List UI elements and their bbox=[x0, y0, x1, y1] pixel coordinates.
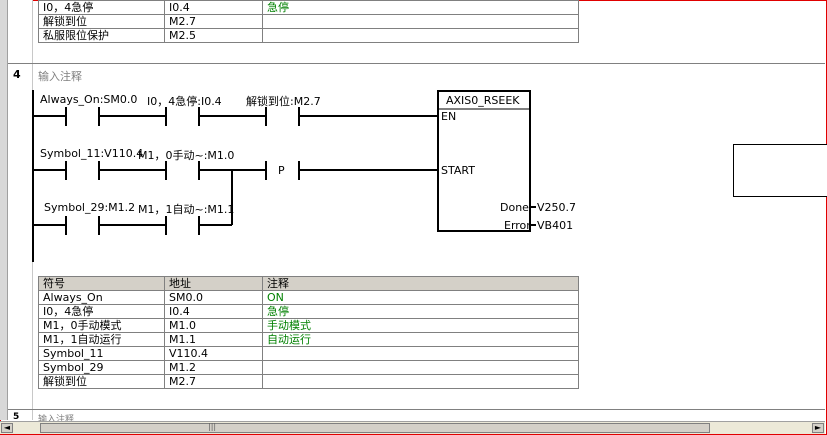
address-cell: M1.0 bbox=[164, 318, 263, 333]
symbol-cell: Symbol_29 bbox=[38, 360, 165, 375]
contact-label: M1，0手动~:M1.0 bbox=[138, 149, 235, 162]
block-title: AXIS0_RSEEK bbox=[446, 94, 520, 107]
contact-label: I0，4急停:I0.4 bbox=[147, 95, 222, 108]
comment-cell: 急停 bbox=[262, 304, 579, 319]
symbol-cell: I0，4急停 bbox=[38, 304, 165, 319]
table-row: I0，4急停 I0.4 急停 bbox=[38, 0, 579, 15]
contact-label: M1，1自动~:M1.1 bbox=[138, 203, 235, 216]
ladder-diagram bbox=[32, 90, 536, 262]
pin-start: START bbox=[441, 164, 475, 177]
scrollbar-thumb[interactable] bbox=[40, 423, 710, 433]
table-row: 私服限位保护 M2.5 bbox=[38, 28, 579, 43]
symbol-cell: M1，0手动模式 bbox=[38, 318, 165, 333]
comment-cell: 自动运行 bbox=[262, 332, 579, 347]
table-row: Symbol_11 V110.4 bbox=[38, 346, 579, 361]
function-block-axis0-rseek[interactable] bbox=[437, 90, 531, 232]
pin-error: Error bbox=[504, 219, 531, 232]
address-cell: V110.4 bbox=[164, 346, 263, 361]
header-symbol: 符号 bbox=[38, 276, 165, 291]
address-cell: M2.5 bbox=[164, 28, 263, 43]
comment-cell: ON bbox=[262, 290, 579, 305]
output-error-address[interactable]: VB401 bbox=[537, 219, 574, 232]
header-comment: 注释 bbox=[262, 276, 579, 291]
table-row: Symbol_29 M1.2 bbox=[38, 360, 579, 375]
comment-cell: 手动模式 bbox=[262, 318, 579, 333]
network-comment[interactable]: 输入注释 bbox=[38, 415, 75, 421]
table-row: M1，0手动模式 M1.0 手动模式 bbox=[38, 318, 579, 333]
table-row: I0，4急停 I0.4 急停 bbox=[38, 304, 579, 319]
output-done-address[interactable]: V250.7 bbox=[537, 201, 577, 214]
header-address: 地址 bbox=[164, 276, 263, 291]
table-row: M1，1自动运行 M1.1 自动运行 bbox=[38, 332, 579, 347]
symbol-table-network-3: I0，4急停 I0.4 急停 解锁到位 M2.7 私服限位保护 M2.5 bbox=[38, 0, 579, 43]
symbol-cell: 私服限位保护 bbox=[38, 28, 165, 43]
address-cell: I0.4 bbox=[164, 304, 263, 319]
scroll-left-arrow-icon[interactable]: ◄ bbox=[1, 423, 13, 433]
symbol-cell: M1，1自动运行 bbox=[38, 332, 165, 347]
pin-en: EN bbox=[441, 110, 457, 123]
symbol-cell: Always_On bbox=[38, 290, 165, 305]
contact-label: Always_On:SM0.0 bbox=[40, 93, 138, 106]
table-header-row: 符号 地址 注释 bbox=[38, 276, 579, 291]
horizontal-scrollbar[interactable]: ◄ ||| ► bbox=[0, 421, 825, 434]
symbol-cell: Symbol_11 bbox=[38, 346, 165, 361]
address-cell: M1.2 bbox=[164, 360, 263, 375]
comment-cell bbox=[262, 360, 579, 375]
network-number[interactable]: 5 bbox=[13, 412, 20, 422]
symbol-cell: 解锁到位 bbox=[38, 374, 165, 389]
comment-cell bbox=[262, 374, 579, 389]
pin-done: Done bbox=[500, 201, 529, 214]
address-cell: M1.1 bbox=[164, 332, 263, 347]
scroll-right-arrow-icon[interactable]: ► bbox=[812, 423, 824, 433]
network-number[interactable]: 4 bbox=[13, 68, 21, 81]
network-comment[interactable]: 输入注释 bbox=[38, 70, 82, 83]
left-gutter bbox=[0, 0, 8, 420]
address-cell: M2.7 bbox=[164, 374, 263, 389]
network-separator bbox=[8, 63, 825, 64]
scrollbar-grip-icon: ||| bbox=[208, 422, 217, 431]
contact-label: 解锁到位:M2.7 bbox=[246, 95, 321, 108]
table-row: 解锁到位 M2.7 bbox=[38, 374, 579, 389]
contact-label: Symbol_29:M1.2 bbox=[44, 201, 136, 214]
address-cell: SM0.0 bbox=[164, 290, 263, 305]
comment-cell bbox=[262, 28, 579, 43]
edge-label: P bbox=[278, 164, 285, 177]
contact-label: Symbol_11:V110.4 bbox=[40, 147, 144, 160]
address-cell: I0.4 bbox=[164, 0, 263, 15]
table-row: Always_On SM0.0 ON bbox=[38, 290, 579, 305]
floating-box bbox=[733, 144, 827, 197]
symbol-table-network-4: 符号 地址 注释 Always_On SM0.0 ON I0，4急停 I0.4 … bbox=[38, 276, 579, 389]
network-separator bbox=[8, 409, 825, 410]
comment-cell bbox=[262, 346, 579, 361]
